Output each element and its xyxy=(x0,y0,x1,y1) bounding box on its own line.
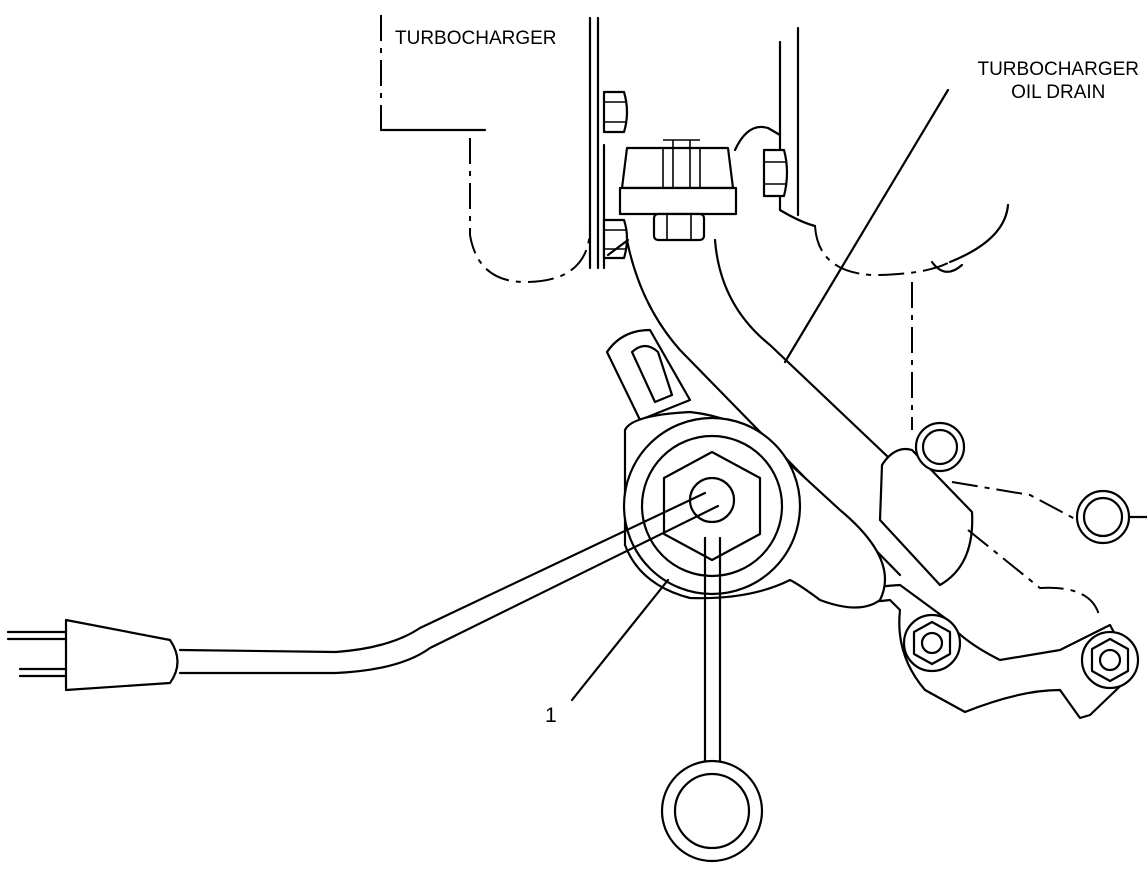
engine-block-outline xyxy=(733,26,1010,430)
immersion-heater xyxy=(6,328,887,863)
tube-clamp xyxy=(817,421,1147,621)
oil-drain-leader-line xyxy=(783,88,950,364)
turbocharger-housing xyxy=(379,15,629,284)
mounting-bracket xyxy=(828,583,1140,720)
item-number-callout: 1 xyxy=(545,704,557,727)
oil-drain-label-line2: OIL DRAIN xyxy=(1011,82,1106,103)
drain-flange xyxy=(618,139,738,242)
turbocharger-label: TURBOCHARGER xyxy=(395,28,557,49)
turbocharger-oil-drain-label: TURBOCHARGER OIL DRAIN xyxy=(977,58,1139,104)
item-1-leader-line xyxy=(570,578,670,702)
oil-drain-label-line1: TURBOCHARGER xyxy=(977,59,1139,80)
oil-drain-tube xyxy=(606,238,967,577)
